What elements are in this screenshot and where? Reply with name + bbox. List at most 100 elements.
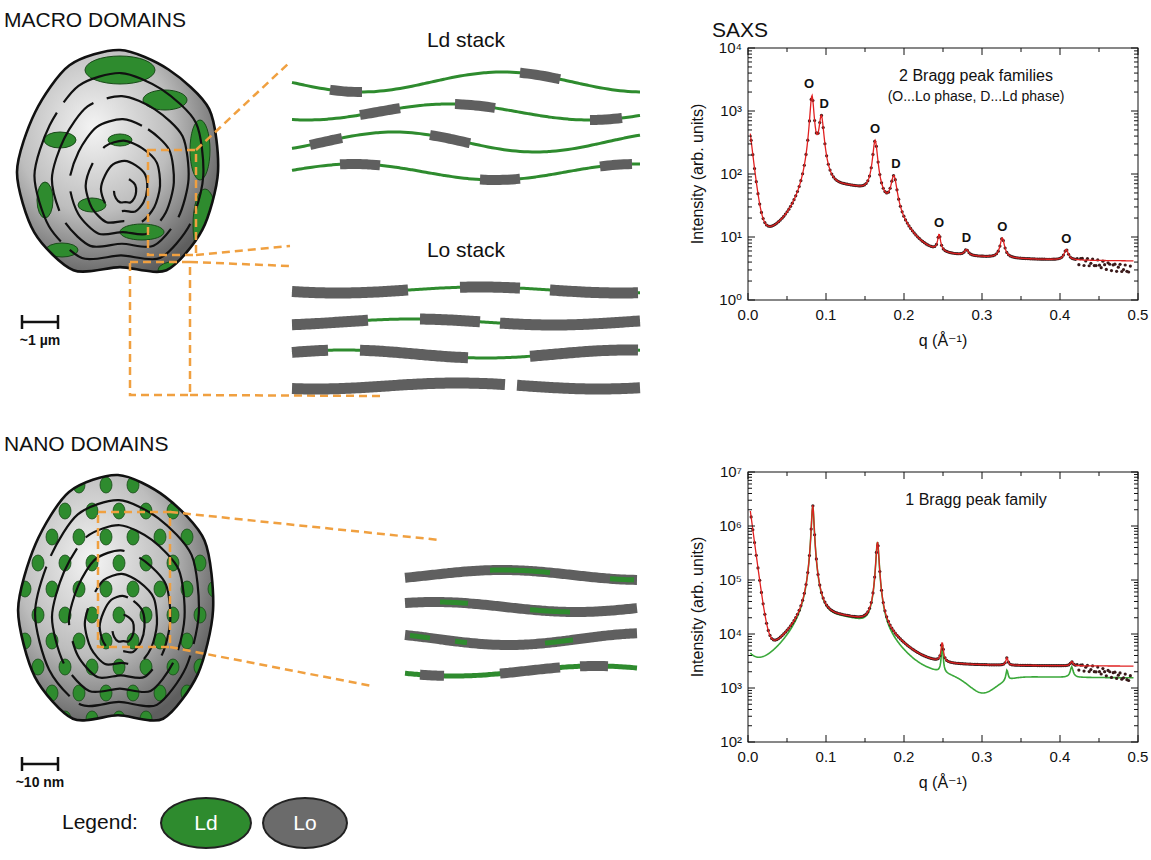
data-point: [1122, 268, 1125, 271]
tick-label: 10⁷: [720, 463, 742, 480]
ld-nanodomain: [46, 477, 58, 493]
tick-label: 10³: [720, 102, 742, 119]
data-point: [1082, 264, 1085, 267]
ld-nanodomain: [127, 685, 139, 701]
tick-label: 0.1: [816, 306, 837, 323]
peak-label: D: [820, 97, 829, 112]
axis-ticks: [748, 472, 1138, 742]
ld-nanodomain: [181, 477, 193, 493]
stack-title: Lo stack: [427, 238, 505, 262]
tick-label: 0.0: [738, 748, 759, 765]
ld-nanodomain: [32, 503, 44, 519]
data-point: [1077, 668, 1080, 671]
axis-title: q (Å⁻¹): [919, 332, 967, 350]
data-point: [1118, 263, 1121, 266]
data-point: [1101, 667, 1104, 670]
ld-nanodomain: [32, 555, 44, 571]
data-point: [1115, 270, 1118, 273]
peak-label: O: [934, 216, 944, 231]
data-point: [1127, 270, 1130, 273]
data-point: [1077, 263, 1080, 266]
lo-stack: [292, 287, 640, 389]
tick-label: 10⁴: [719, 39, 742, 56]
ld-nanodomain: [46, 529, 58, 545]
data-point: [1082, 669, 1085, 672]
ld-nanodomain: [32, 711, 44, 727]
data-point: [1089, 262, 1092, 265]
data-point: [1110, 676, 1113, 679]
tick-label: 0.4: [1050, 306, 1071, 323]
data-point: [1100, 266, 1103, 269]
tick-label: 10⁵: [719, 571, 742, 588]
ld-nanodomain: [127, 737, 139, 753]
data-point: [1118, 671, 1121, 674]
lamella: [112, 615, 133, 642]
ld-stack: [292, 72, 640, 180]
panel-title: SAXS: [712, 18, 768, 42]
axis-title: Intensity (arb. units): [689, 104, 707, 245]
ld-nanodomain: [59, 503, 71, 519]
tick-label: 0.2: [894, 306, 915, 323]
ld-nanodomain: [59, 659, 71, 675]
lamella: [52, 525, 185, 692]
tick-label: 10³: [720, 679, 742, 696]
lamella: [34, 73, 203, 259]
axis-title: Intensity (arb. units): [689, 537, 707, 678]
peak-label: O: [870, 122, 880, 137]
data-point: [1103, 670, 1106, 673]
data-point: [1129, 674, 1132, 677]
lamella: [69, 550, 170, 678]
ld-nanodomain: [100, 529, 112, 545]
ld-nanodomain: [19, 477, 31, 493]
legend-swatch: Lo: [262, 797, 348, 849]
ld-nanodomain: [221, 659, 233, 675]
lamella: [101, 161, 147, 212]
ld-nanodomain: [181, 737, 193, 753]
ld-nanodomain: [221, 555, 233, 571]
lamella: [35, 500, 199, 706]
lamella: [100, 596, 145, 652]
data-point: [1124, 672, 1127, 675]
plot-frame: [748, 48, 1138, 300]
peak-label: D: [891, 158, 900, 173]
lamella: [52, 96, 189, 247]
tick-label: 0.3: [972, 306, 993, 323]
legend-swatch: Ld: [160, 797, 252, 849]
ld-nanodomain: [167, 659, 179, 675]
ld-nanodomain: [113, 555, 125, 571]
legend-title: Legend:: [62, 810, 138, 834]
data-point: [1124, 263, 1127, 266]
peak-label: O: [997, 220, 1007, 235]
ld-nanodomain: [194, 711, 206, 727]
data-point: [1129, 265, 1132, 268]
ld-nanodomain: [46, 737, 58, 753]
tick-label: 10²: [720, 165, 742, 182]
tick-label: 0.0: [738, 306, 759, 323]
vesicle: [18, 475, 233, 753]
data-point: [1103, 263, 1106, 266]
peak-label: O: [804, 77, 814, 92]
scale-label: ~10 nm: [16, 774, 65, 790]
legend-text: Lo: [293, 811, 316, 835]
lamella: [114, 178, 136, 202]
fit-curve: [750, 505, 1133, 666]
scale-bar: [22, 757, 58, 771]
plot-frame: [748, 472, 1138, 742]
tick-label: 10⁴: [719, 625, 742, 642]
data-point: [1100, 672, 1103, 675]
ld-nanodomain: [73, 737, 85, 753]
legend-text: Ld: [194, 811, 217, 835]
ld-nanodomain: [113, 711, 125, 727]
data-point: [1094, 264, 1097, 267]
ld-nanodomain: [100, 685, 112, 701]
section-title: NANO DOMAINS: [4, 432, 169, 456]
ld-nanodomain: [19, 529, 31, 545]
plot-annotation: 2 Bragg peak families: [899, 67, 1053, 85]
ld-nanodomain: [208, 529, 220, 545]
ld-nanodomain: [194, 503, 206, 519]
nano-stack: [405, 570, 637, 676]
ld-nanodomain: [221, 607, 233, 623]
peak-label: D: [962, 232, 971, 247]
data-point: [1113, 263, 1116, 266]
